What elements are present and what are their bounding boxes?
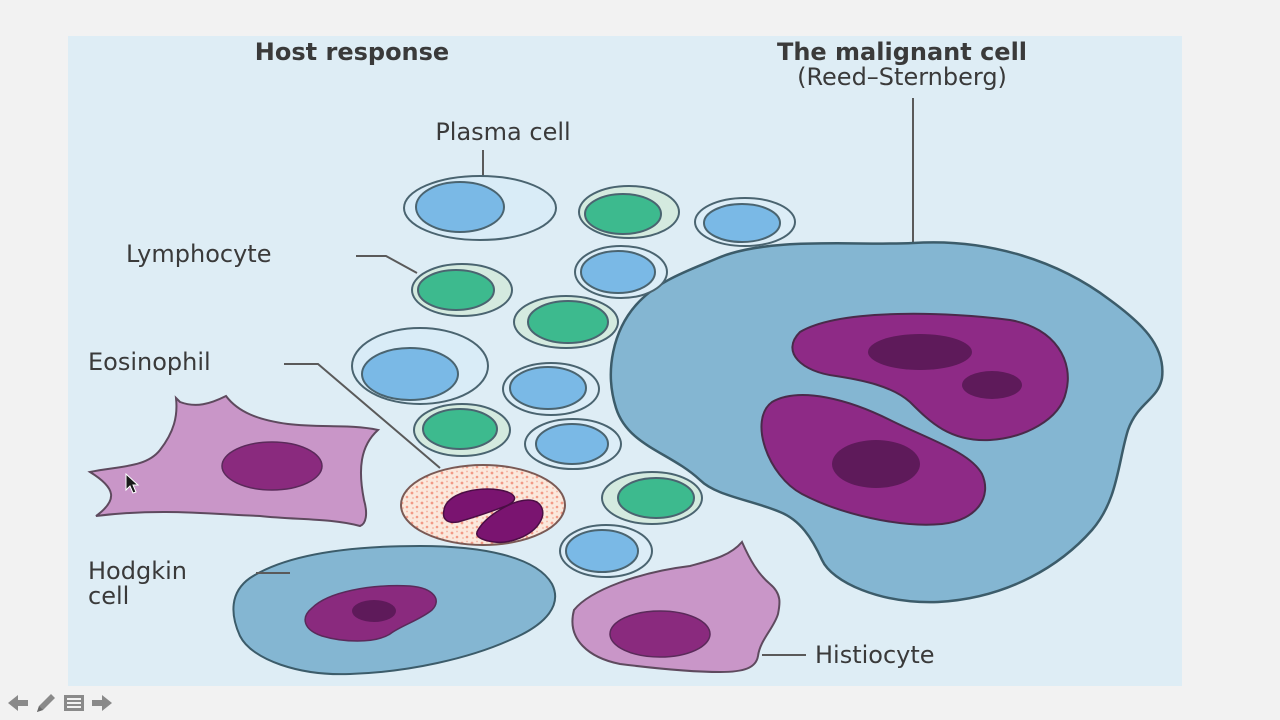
histiocyte-label: Histiocyte bbox=[815, 641, 935, 669]
reed-sternberg-subheading: (Reed–Sternberg) bbox=[797, 63, 1007, 91]
malignant-cell-heading: The malignant cell bbox=[777, 38, 1027, 66]
small-blue-cell bbox=[574, 245, 668, 299]
reed-sternberg-nucleolus-1 bbox=[868, 334, 972, 370]
histiocyte-lower bbox=[571, 540, 781, 674]
eosinophil-label: Eosinophil bbox=[88, 348, 211, 376]
arrow-left-icon bbox=[8, 695, 28, 711]
hodgkin-cell-label-line1: Hodgkin bbox=[88, 557, 187, 585]
reed-sternberg-nucleolus-2 bbox=[962, 371, 1022, 399]
histiocyte-upper-nucleus bbox=[221, 441, 323, 491]
lymphocyte bbox=[413, 403, 511, 457]
lymphocyte-leader bbox=[356, 255, 418, 274]
histiocyte-upper bbox=[87, 394, 381, 528]
small-blue-cell bbox=[694, 197, 796, 247]
plasma-cell-label: Plasma cell bbox=[435, 118, 570, 146]
pen-icon bbox=[37, 694, 55, 712]
reed-sternberg-cell bbox=[609, 241, 1164, 604]
eosinophil-leader bbox=[284, 363, 441, 469]
next-slide-button[interactable] bbox=[88, 690, 116, 716]
plasma-cell bbox=[403, 175, 557, 241]
arrow-right-icon bbox=[92, 695, 112, 711]
eosinophil-nucleus-lobe-right bbox=[476, 499, 544, 544]
slide-navigation bbox=[4, 690, 116, 716]
lymphocyte bbox=[601, 471, 703, 525]
small-blue-cell bbox=[524, 418, 622, 470]
previous-slide-button[interactable] bbox=[4, 690, 32, 716]
slide-menu-button[interactable] bbox=[60, 690, 88, 716]
host-response-heading: Host response bbox=[255, 38, 449, 66]
hodgkin-cell-nucleolus bbox=[352, 600, 396, 622]
hodgkin-cell-label-line2: cell bbox=[88, 582, 129, 610]
small-blue-cell bbox=[559, 524, 653, 578]
plasma-cell bbox=[351, 327, 489, 405]
small-blue-cell bbox=[502, 362, 600, 416]
mouse-cursor-icon bbox=[125, 472, 140, 494]
lymphocyte bbox=[578, 185, 680, 239]
hodgkin-cell bbox=[232, 544, 557, 676]
lymphocyte-label: Lymphocyte bbox=[126, 240, 271, 268]
eosinophil bbox=[400, 464, 566, 546]
lymphocyte bbox=[411, 263, 513, 317]
reed-sternberg-upper-nucleus bbox=[791, 312, 1069, 442]
pen-tool-button[interactable] bbox=[32, 690, 60, 716]
reed-sternberg-nucleolus-3 bbox=[832, 440, 920, 488]
histiocyte-lower-nucleus bbox=[609, 610, 711, 658]
lymphocyte bbox=[513, 295, 619, 349]
menu-icon bbox=[64, 695, 84, 711]
